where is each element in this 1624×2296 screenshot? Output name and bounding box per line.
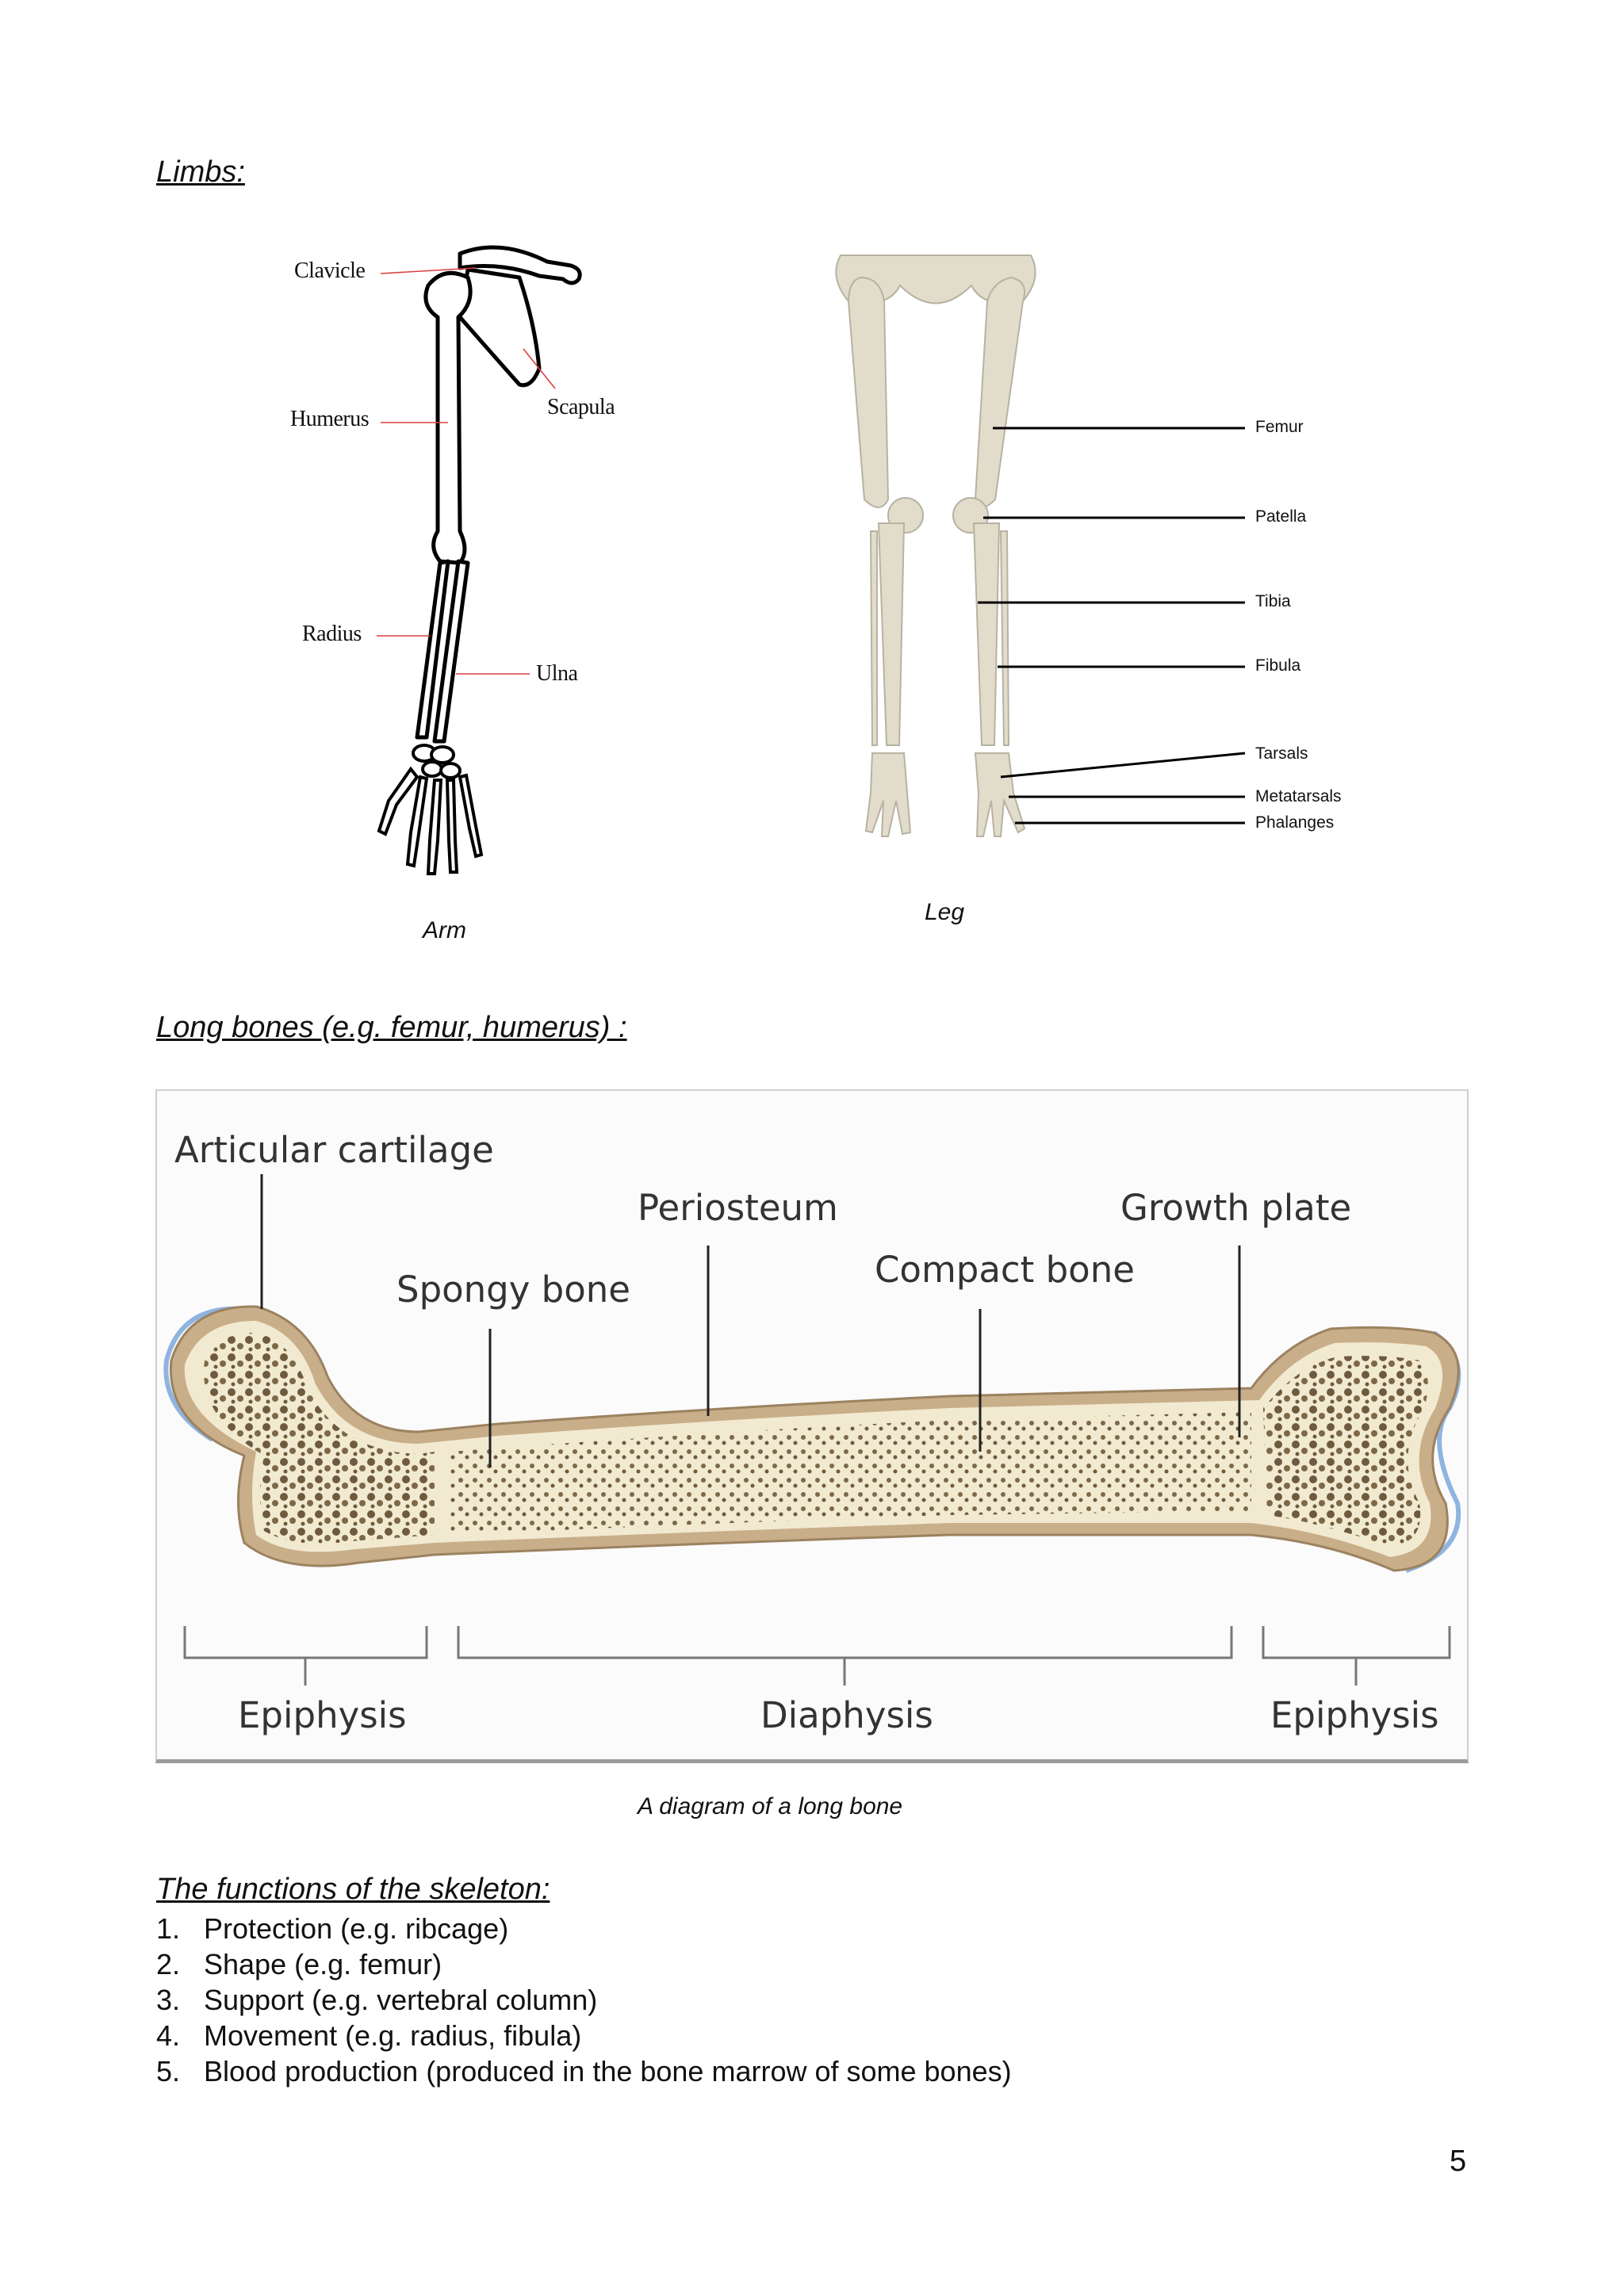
arm-caption: Arm (423, 917, 466, 943)
leg-label-patella: Patella (1255, 507, 1307, 526)
functions-list: 1. Protection (e.g. ribcage) 2. Shape (e.g… (156, 1911, 1346, 2089)
list-item-text: Movement (e.g. radius, fibula) (204, 2019, 582, 2052)
arm-label-clavicle: Clavicle (294, 258, 366, 283)
label-compact-bone: Compact bone (875, 1249, 1135, 1291)
list-item: 3. Support (e.g. vertebral column) (156, 1982, 1346, 2018)
arm-label-ulna: Ulna (536, 661, 578, 686)
arm-label-scapula: Scapula (547, 395, 615, 419)
leg-label-tarsals: Tarsals (1255, 744, 1308, 763)
list-item: 2. Shape (e.g. femur) (156, 1946, 1346, 1982)
limbs-heading: Limbs: (156, 155, 245, 189)
list-item: 4. Movement (e.g. radius, fibula) (156, 2018, 1346, 2053)
leg-label-phalanges: Phalanges (1255, 813, 1335, 832)
arm-label-humerus: Humerus (290, 407, 370, 431)
list-item-text: Blood production (produced in the bone m… (204, 2055, 1012, 2087)
leg-skeleton-drawing (835, 254, 1246, 837)
label-diaphysis: Diaphysis (760, 1694, 933, 1736)
leg-label-metatarsals: Metatarsals (1255, 787, 1342, 806)
list-item-text: Protection (e.g. ribcage) (204, 1912, 509, 1945)
list-item-text: Shape (e.g. femur) (204, 1948, 442, 1980)
list-item-number: 4. (156, 2019, 181, 2052)
list-item-text: Support (e.g. vertebral column) (204, 1984, 598, 2016)
label-spongy-bone: Spongy bone (396, 1269, 630, 1311)
page-number: 5 (1450, 2145, 1467, 2178)
long-bones-heading: Long bones (e.g. femur, humerus) : (156, 1011, 627, 1044)
list-item-number: 5. (156, 2055, 181, 2087)
functions-heading: The functions of the skeleton: (156, 1873, 550, 1906)
list-item: 5. Blood production (produced in the bone… (156, 2053, 1346, 2089)
arm-label-radius: Radius (302, 622, 362, 646)
label-epiphysis-right: Epiphysis (1270, 1694, 1439, 1736)
leg-label-tibia: Tibia (1255, 592, 1291, 610)
long-bone-drawing (163, 1174, 1461, 1686)
label-growth-plate: Growth plate (1120, 1187, 1352, 1229)
list-item-number: 2. (156, 1948, 181, 1980)
arm-figure (341, 230, 626, 888)
list-item-number: 3. (156, 1984, 181, 2016)
label-articular-cartilage: Articular cartilage (174, 1129, 494, 1171)
leg-caption: Leg (925, 899, 965, 925)
label-periosteum: Periosteum (638, 1187, 838, 1229)
leg-label-femur: Femur (1255, 418, 1304, 436)
label-epiphysis-left: Epiphysis (238, 1694, 407, 1736)
leg-label-fibula: Fibula (1255, 656, 1301, 675)
long-bone-caption: A diagram of a long bone (638, 1793, 903, 1820)
list-item-number: 1. (156, 1912, 181, 1945)
arm-skeleton-drawing (377, 245, 582, 875)
list-item: 1. Protection (e.g. ribcage) (156, 1911, 1346, 1946)
leg-figure (825, 246, 1459, 880)
long-bone-diagram: Articular cartilage Periosteum Growth pl… (155, 1089, 1469, 1763)
